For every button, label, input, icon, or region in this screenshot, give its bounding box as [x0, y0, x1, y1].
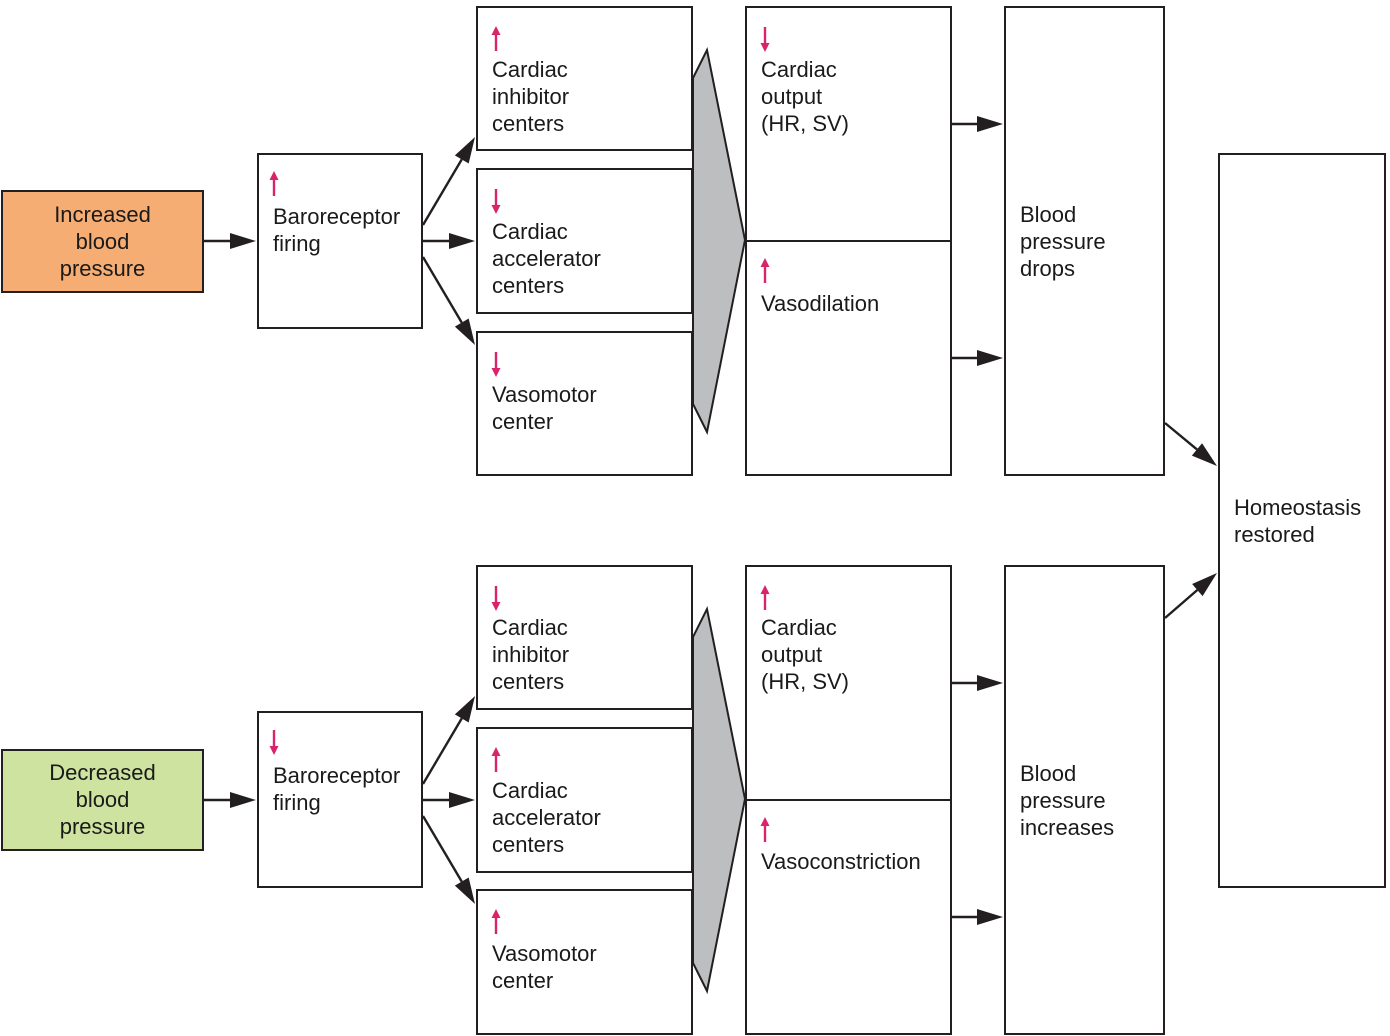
top-cardiac-inhibitor-label: Cardiac inhibitor centers: [492, 57, 570, 136]
top-vasomotor-box: Vasomotor center: [476, 331, 693, 476]
top-to-accelerator-arrow-head: [449, 233, 475, 249]
bp-drops-box: Blood pressure drops: [1004, 6, 1165, 476]
bottom-cardiac-accelerator-box: Cardiac accelerator centers: [476, 727, 693, 873]
top-to-inhibitor-arrow: [421, 158, 463, 226]
bottom-effects-box: Cardiac output (HR, SV) Vasoconstriction: [745, 565, 952, 1035]
up-arrow-icon: [491, 909, 501, 934]
bp-drops-label: Blood pressure drops: [1020, 202, 1106, 281]
bottom-convergence-funnel: [692, 605, 747, 995]
top-cardiac-inhibitor-box: Cardiac inhibitor centers: [476, 6, 693, 151]
top-stimulus-arrow-head: [230, 233, 256, 249]
top-cardiac-accelerator-box: Cardiac accelerator centers: [476, 168, 693, 314]
down-arrow-icon: [760, 27, 770, 52]
bp-increases-label: Blood pressure increases: [1020, 761, 1115, 840]
bottom-output-arrow-head: [977, 675, 1003, 691]
bottom-cardiac-inhibitor-label: Cardiac inhibitor centers: [492, 615, 570, 694]
top-effects-divider: [747, 240, 950, 242]
down-arrow-icon: [491, 586, 501, 611]
top-effects-box: Cardiac output (HR, SV) Vasodilation: [745, 6, 952, 476]
decreased-bp-box: Decreased blood pressure: [1, 749, 204, 851]
up-arrow-icon: [491, 747, 501, 772]
top-to-vasomotor-arrow: [421, 256, 463, 324]
top-to-inhibitor-arrow-head: [454, 137, 475, 164]
bottom-baroreceptor-label: Baroreceptor firing: [273, 763, 401, 815]
top-vascular-arrow-head: [977, 350, 1003, 366]
top-convergence-funnel: [692, 46, 747, 436]
down-arrow-icon: [269, 730, 279, 755]
bottom-vasomotor-label: Vasomotor center: [492, 941, 597, 993]
decreased-bp-label: Decreased blood pressure: [49, 760, 156, 839]
bottom-baroreceptor-box: Baroreceptor firing: [257, 711, 423, 888]
increased-bp-label: Increased blood pressure: [54, 202, 151, 281]
bottom-cardiac-accelerator-label: Cardiac accelerator centers: [492, 778, 601, 857]
homeostasis-label: Homeostasis restored: [1234, 495, 1362, 547]
bottom-vascular-arrow-head: [977, 909, 1003, 925]
bottom-to-accelerator-arrow-head: [449, 792, 475, 808]
bp-increases-box: Blood pressure increases: [1004, 565, 1165, 1035]
bottom-pathway-connectors: [204, 573, 1217, 995]
drops-to-homeostasis-arrow-head: [1191, 443, 1217, 466]
top-baroreceptor-label: Baroreceptor firing: [273, 204, 401, 256]
down-arrow-icon: [491, 189, 501, 214]
bottom-to-inhibitor-arrow-head: [454, 696, 475, 723]
top-vasomotor-label: Vasomotor center: [492, 382, 597, 434]
bottom-effects-divider: [747, 799, 950, 801]
bottom-to-vasomotor-arrow: [421, 815, 463, 883]
up-arrow-icon: [269, 171, 279, 196]
bottom-cardiac-output-label: Cardiac output (HR, SV): [761, 615, 849, 694]
bottom-to-vasomotor-arrow-head: [454, 877, 475, 904]
bottom-vasomotor-box: Vasomotor center: [476, 889, 693, 1035]
down-arrow-icon: [491, 352, 501, 377]
up-arrow-icon: [760, 585, 770, 610]
top-cardiac-output-label: Cardiac output (HR, SV): [761, 57, 849, 136]
increases-to-homeostasis-arrow-head: [1192, 573, 1217, 597]
top-vasodilation-label: Vasodilation: [761, 291, 880, 316]
top-baroreceptor-box: Baroreceptor firing: [257, 153, 423, 329]
top-to-vasomotor-arrow-head: [454, 318, 475, 345]
top-pathway-connectors: [204, 46, 1217, 466]
top-output-arrow-head: [977, 116, 1003, 132]
up-arrow-icon: [760, 817, 770, 842]
increased-bp-box: Increased blood pressure: [1, 190, 204, 293]
homeostasis-box: Homeostasis restored: [1218, 153, 1386, 888]
bottom-cardiac-inhibitor-box: Cardiac inhibitor centers: [476, 565, 693, 710]
bottom-vasoconstriction-label: Vasoconstriction: [761, 849, 921, 874]
up-arrow-icon: [760, 258, 770, 283]
drops-to-homeostasis-arrow: [1164, 422, 1198, 451]
up-arrow-icon: [491, 26, 501, 51]
bottom-to-inhibitor-arrow: [421, 717, 463, 785]
bottom-stimulus-arrow-head: [230, 792, 256, 808]
increases-to-homeostasis-arrow: [1164, 589, 1199, 619]
top-cardiac-accelerator-label: Cardiac accelerator centers: [492, 219, 601, 298]
